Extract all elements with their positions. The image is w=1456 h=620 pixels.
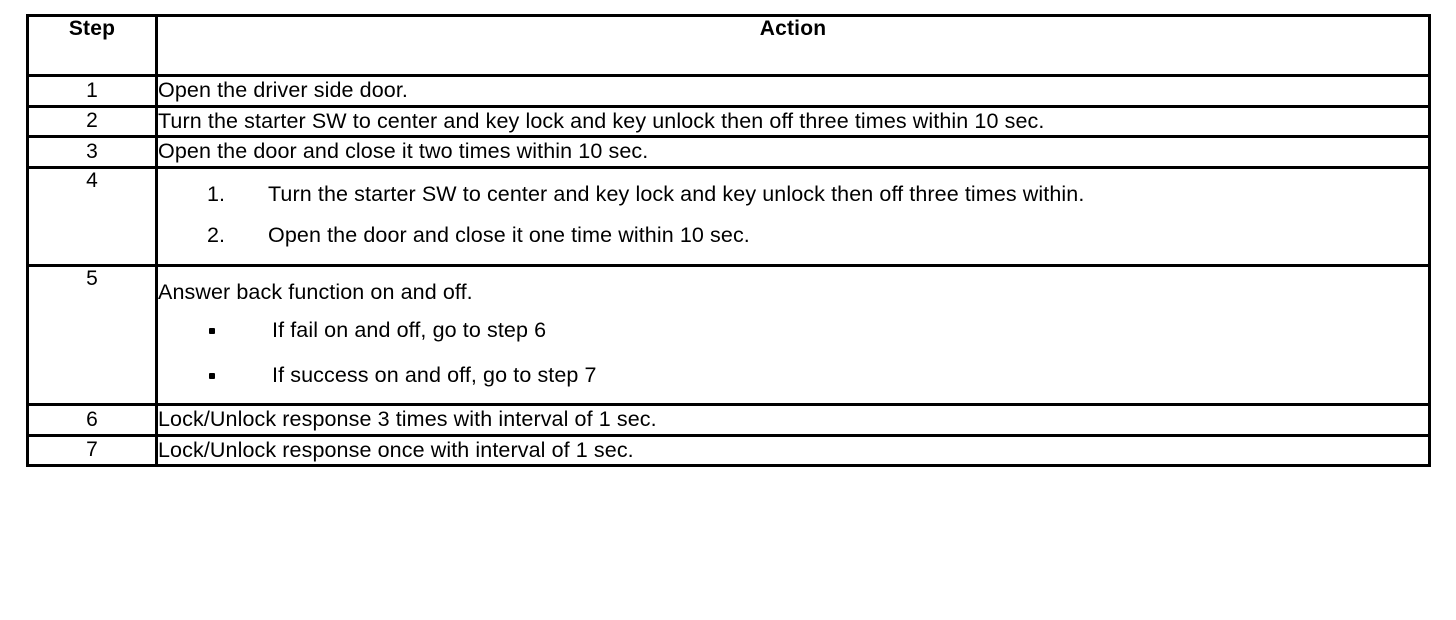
substep-number: 1. (207, 181, 226, 206)
table-row: 5 Answer back function on and off. If fa… (26, 263, 1431, 407)
step-number-cell: 7 (26, 433, 158, 468)
table-body: 1 Open the driver side door. 2 Turn the … (26, 74, 1431, 468)
action-text: Open the door and close it two times wit… (158, 139, 649, 164)
step-number-cell: 3 (26, 135, 158, 169)
table-row: 2 Turn the starter SW to center and key … (26, 104, 1431, 139)
column-header-action: Action (155, 14, 1431, 77)
substep-number: 2. (207, 223, 226, 248)
table-row: 1 Open the driver side door. (26, 74, 1431, 108)
substep-text: If success on and off, go to step 7 (272, 362, 597, 387)
substep-text: If fail on and off, go to step 6 (272, 318, 547, 343)
bullet-substep-item: If fail on and off, go to step 6 (158, 317, 1428, 345)
table-row: 7 Lock/Unlock response once with interva… (26, 433, 1431, 468)
action-cell: 1. Turn the starter SW to center and key… (155, 165, 1431, 267)
header-row: Step Action (26, 14, 1431, 77)
substep-text: Open the door and close it one time with… (268, 223, 750, 248)
numbered-substep-item: 1. Turn the starter SW to center and key… (158, 181, 1428, 209)
step-number-cell: 4 (26, 165, 158, 267)
action-cell: Answer back function on and off. If fail… (155, 263, 1431, 407)
step-number-cell: 2 (26, 104, 158, 139)
step-number-cell: 5 (26, 263, 158, 407)
table-row: 3 Open the door and close it two times w… (26, 135, 1431, 169)
bullet-substep-item: If success on and off, go to step 7 (158, 362, 1428, 390)
action-cell: Open the driver side door. (155, 74, 1431, 108)
action-cell: Turn the starter SW to center and key lo… (155, 104, 1431, 139)
numbered-substep-list: 1. Turn the starter SW to center and key… (158, 181, 1428, 250)
table-row: 6 Lock/Unlock response 3 times with inte… (26, 403, 1431, 437)
action-text: Lock/Unlock response 3 times with interv… (158, 407, 657, 432)
action-cell: Open the door and close it two times wit… (155, 135, 1431, 169)
action-text: Answer back function on and off. (158, 279, 473, 304)
action-text: Lock/Unlock response once with interval … (158, 437, 634, 462)
bullet-icon (209, 328, 215, 335)
action-cell: Lock/Unlock response 3 times with interv… (155, 403, 1431, 437)
bullet-icon (209, 372, 215, 379)
table-row: 4 1. Turn the starter SW to center and k… (26, 165, 1431, 267)
procedure-table: Step Action 1 Open the driver side door.… (26, 14, 1431, 468)
action-cell: Lock/Unlock response once with interval … (155, 433, 1431, 468)
action-text: Turn the starter SW to center and key lo… (158, 108, 1045, 133)
column-header-step: Step (26, 14, 158, 77)
step-number-cell: 1 (26, 74, 158, 108)
numbered-substep-item: 2. Open the door and close it one time w… (158, 222, 1428, 250)
substep-text: Turn the starter SW to center and key lo… (268, 181, 1085, 206)
step-number-cell: 6 (26, 403, 158, 437)
action-text: Open the driver side door. (158, 78, 408, 102)
table-header: Step Action (26, 14, 1431, 77)
bullet-substep-list: If fail on and off, go to step 6 If succ… (158, 317, 1428, 389)
